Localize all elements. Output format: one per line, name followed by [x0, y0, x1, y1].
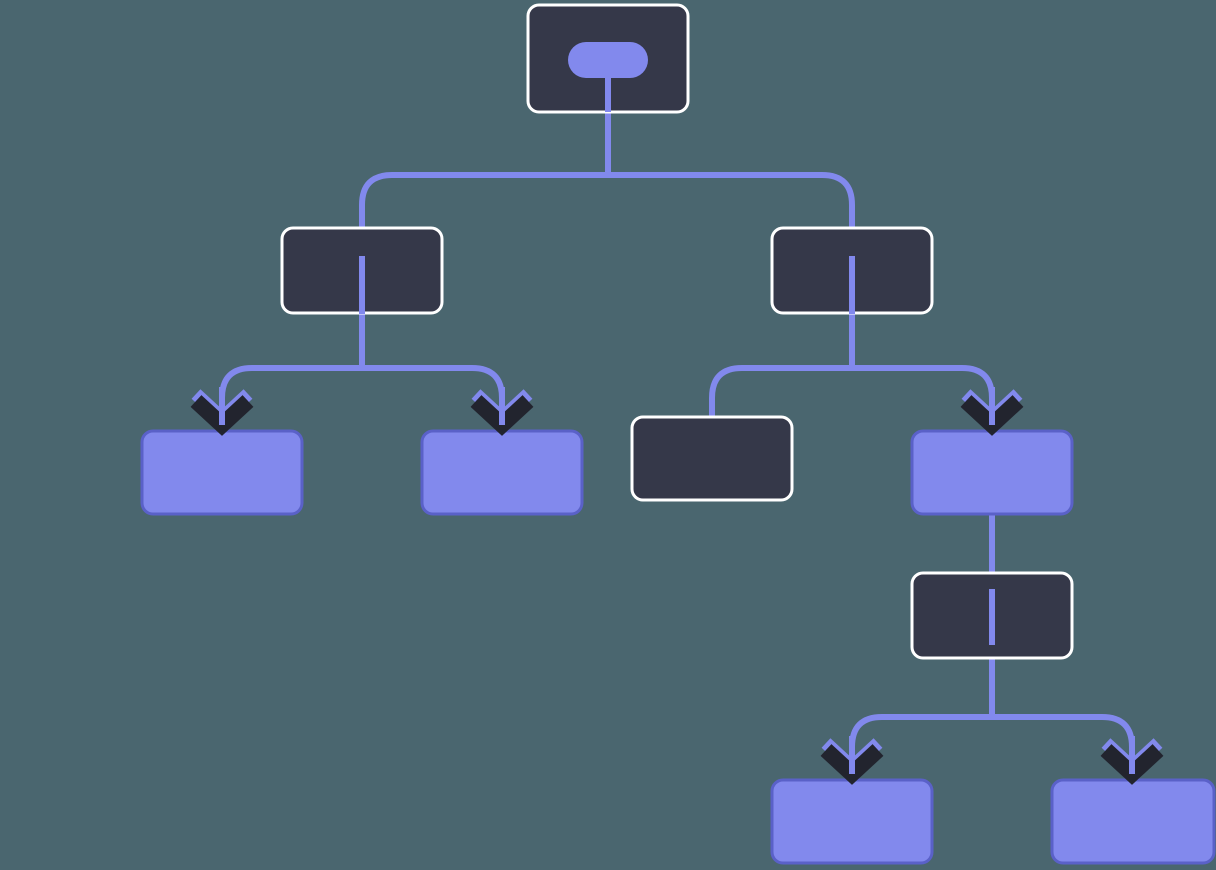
pill-badge [568, 42, 648, 78]
level3-leaf-one-shape[interactable] [140, 429, 304, 516]
root-node-stem [605, 76, 611, 112]
node-inner-line-level2-right [849, 256, 855, 314]
level3-dark-node[interactable] [630, 415, 794, 502]
edge-layer [219, 78, 1135, 780]
level5-leaf-two-shape[interactable] [1050, 778, 1216, 865]
node-inner-line-level4 [989, 589, 995, 645]
arrowhead-leaf-two [470, 387, 534, 436]
level3-accent-branch-node[interactable] [910, 429, 1074, 516]
root-node[interactable] [526, 3, 690, 114]
level5-leaf-two[interactable] [1050, 778, 1216, 865]
arrowhead-level5-leaf-one-tip [849, 736, 855, 774]
arrowhead-level5-leaf-two-tip [1129, 736, 1135, 774]
arrowhead-leaf-one-tip [219, 387, 225, 425]
level3-accent-branch-node-shape[interactable] [910, 429, 1074, 516]
level3-dark-node-shape[interactable] [630, 415, 794, 502]
level3-leaf-one[interactable] [140, 429, 304, 516]
level3-leaf-two[interactable] [420, 429, 584, 516]
arrowhead-accent-branch [960, 387, 1024, 436]
arrowhead-leaf-one [190, 387, 254, 436]
node-inner-line-level2-left [359, 256, 365, 314]
arrowhead-level5-leaf-two [1100, 736, 1164, 785]
arrowhead-layer [190, 387, 1164, 785]
level5-leaf-one[interactable] [770, 778, 934, 865]
arrowhead-accent-branch-tip [989, 387, 995, 425]
edge-level2-right-to-dark-node [709, 313, 855, 417]
marker-layer [359, 256, 995, 645]
arrowhead-leaf-two-tip [499, 387, 505, 425]
level3-leaf-two-shape[interactable] [420, 429, 584, 516]
arrowhead-level5-leaf-one [820, 736, 884, 785]
level5-leaf-one-shape[interactable] [770, 778, 934, 865]
edge-root-to-level2-right [608, 172, 855, 228]
